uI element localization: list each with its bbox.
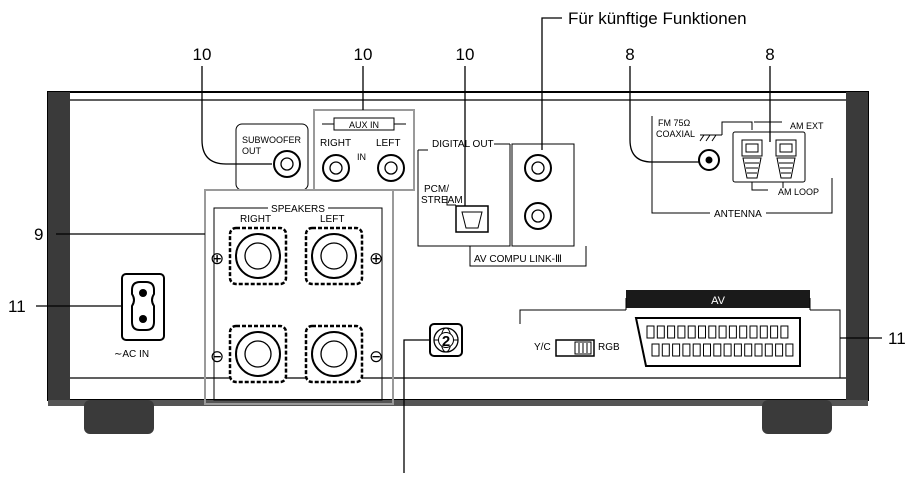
- scart-pin: [764, 343, 773, 357]
- callout-11-ac: 11: [8, 297, 26, 316]
- scart-pins-bottom: [651, 343, 794, 357]
- scart-pin: [780, 325, 789, 339]
- speaker-left-label: LEFT: [320, 214, 344, 225]
- scart-pin: [775, 343, 784, 357]
- speakers-label: SPEAKERS: [271, 204, 325, 215]
- scart-pin: [656, 325, 665, 339]
- scart-pin: [646, 325, 655, 339]
- digital-out-group: DIGITAL OUT PCM/ STREAM: [417, 139, 511, 247]
- plus-sign-right: ⊕: [369, 249, 383, 268]
- speaker-terminal-left-minus: [304, 324, 364, 384]
- aux-left-label: LEFT: [376, 138, 400, 149]
- antenna-group: FM 75Ω COAXIAL AM EXT AM LOOP: [651, 116, 833, 220]
- av-compu-link-label: AV COMPU LINK-Ⅲ: [474, 254, 562, 265]
- scart-pin: [733, 343, 742, 357]
- am-ext-label: AM EXT: [790, 121, 824, 131]
- stream-label: STREAM: [421, 195, 463, 206]
- scart-pin: [770, 325, 779, 339]
- scart-pin: [749, 325, 758, 339]
- callout-8-fm: 8: [625, 45, 634, 64]
- scart-pin: [692, 343, 701, 357]
- callout-lines: [36, 17, 882, 473]
- av-compu-link-group: AV COMPU LINK-Ⅲ: [469, 143, 587, 267]
- aux-right-label: RIGHT: [320, 138, 351, 149]
- callout-labels: Für künftige Funktionen 10 10 10 8 8 9 1…: [8, 9, 906, 348]
- scart-pin: [754, 343, 763, 357]
- av-label: AV: [711, 295, 726, 307]
- callout-10-subwoofer: 10: [193, 45, 212, 64]
- callout-10-aux: 10: [354, 45, 373, 64]
- scart-pin: [744, 343, 753, 357]
- scart-pin: [759, 325, 768, 339]
- scart-pin: [708, 325, 717, 339]
- minus-sign-right: ⊖: [369, 347, 383, 366]
- am-terminal-right: [775, 139, 797, 179]
- scart-pins-top: [646, 325, 789, 339]
- aux-in-small-label: IN: [357, 152, 366, 162]
- speaker-terminal-left-plus: [304, 226, 364, 286]
- scart-pin: [739, 325, 748, 339]
- am-terminal-left: [741, 139, 763, 179]
- scart-pin: [687, 325, 696, 339]
- speaker-terminal-right-plus: [228, 226, 288, 286]
- antenna-label: ANTENNA: [714, 209, 762, 220]
- scart-pin: [667, 325, 676, 339]
- callout-8-am: 8: [765, 45, 774, 64]
- subwoofer-label: SUBWOOFER: [242, 135, 302, 145]
- fm-coaxial-label: COAXIAL: [656, 129, 695, 139]
- scart-pin: [661, 343, 670, 357]
- scart-pin: [651, 343, 660, 357]
- am-loop-label: AM LOOP: [778, 187, 819, 197]
- plus-sign-left: ⊕: [210, 249, 224, 268]
- speaker-right-label: RIGHT: [240, 214, 271, 225]
- callout-11-av: 11: [888, 329, 906, 348]
- scart-pin: [682, 343, 691, 357]
- callout-10-digital: 10: [456, 45, 475, 64]
- aux-in-label: AUX IN: [349, 120, 379, 130]
- region-badge: 2: [429, 323, 463, 357]
- speaker-terminal-right-minus: [228, 324, 288, 384]
- digital-out-label: DIGITAL OUT: [432, 139, 494, 150]
- speakers-group: SPEAKERS RIGHT LEFT ⊕ ⊕ ⊖ ⊖: [204, 189, 394, 405]
- ac-inlet: ∼AC IN: [114, 273, 165, 360]
- scart-pin: [728, 325, 737, 339]
- scart-pin: [723, 343, 732, 357]
- ac-in-label: ∼AC IN: [114, 349, 149, 360]
- subwoofer-out-jack: SUBWOOFER OUT: [235, 123, 309, 191]
- scart-pin: [672, 343, 681, 357]
- region-number: 2: [442, 333, 450, 350]
- minus-sign-left: ⊖: [210, 347, 224, 366]
- scart-pin: [785, 343, 794, 357]
- scart-pin: [698, 325, 706, 339]
- fm-label: FM 75Ω: [658, 118, 691, 128]
- rgb-label: RGB: [598, 342, 620, 353]
- aux-in-group: AUX IN RIGHT LEFT IN: [313, 109, 415, 191]
- scart-pin: [713, 343, 722, 357]
- callout-9-speakers: 9: [34, 225, 43, 244]
- scart-pin: [677, 325, 686, 339]
- yc-label: Y/C: [534, 342, 551, 353]
- subwoofer-out-label: OUT: [242, 146, 262, 156]
- top-note: Für künftige Funktionen: [568, 9, 747, 28]
- scart-pin: [703, 343, 711, 357]
- scart-pin: [718, 325, 727, 339]
- pcm-label: PCM/: [424, 184, 449, 195]
- av-scart-group: AV Y/C RGB: [519, 290, 841, 378]
